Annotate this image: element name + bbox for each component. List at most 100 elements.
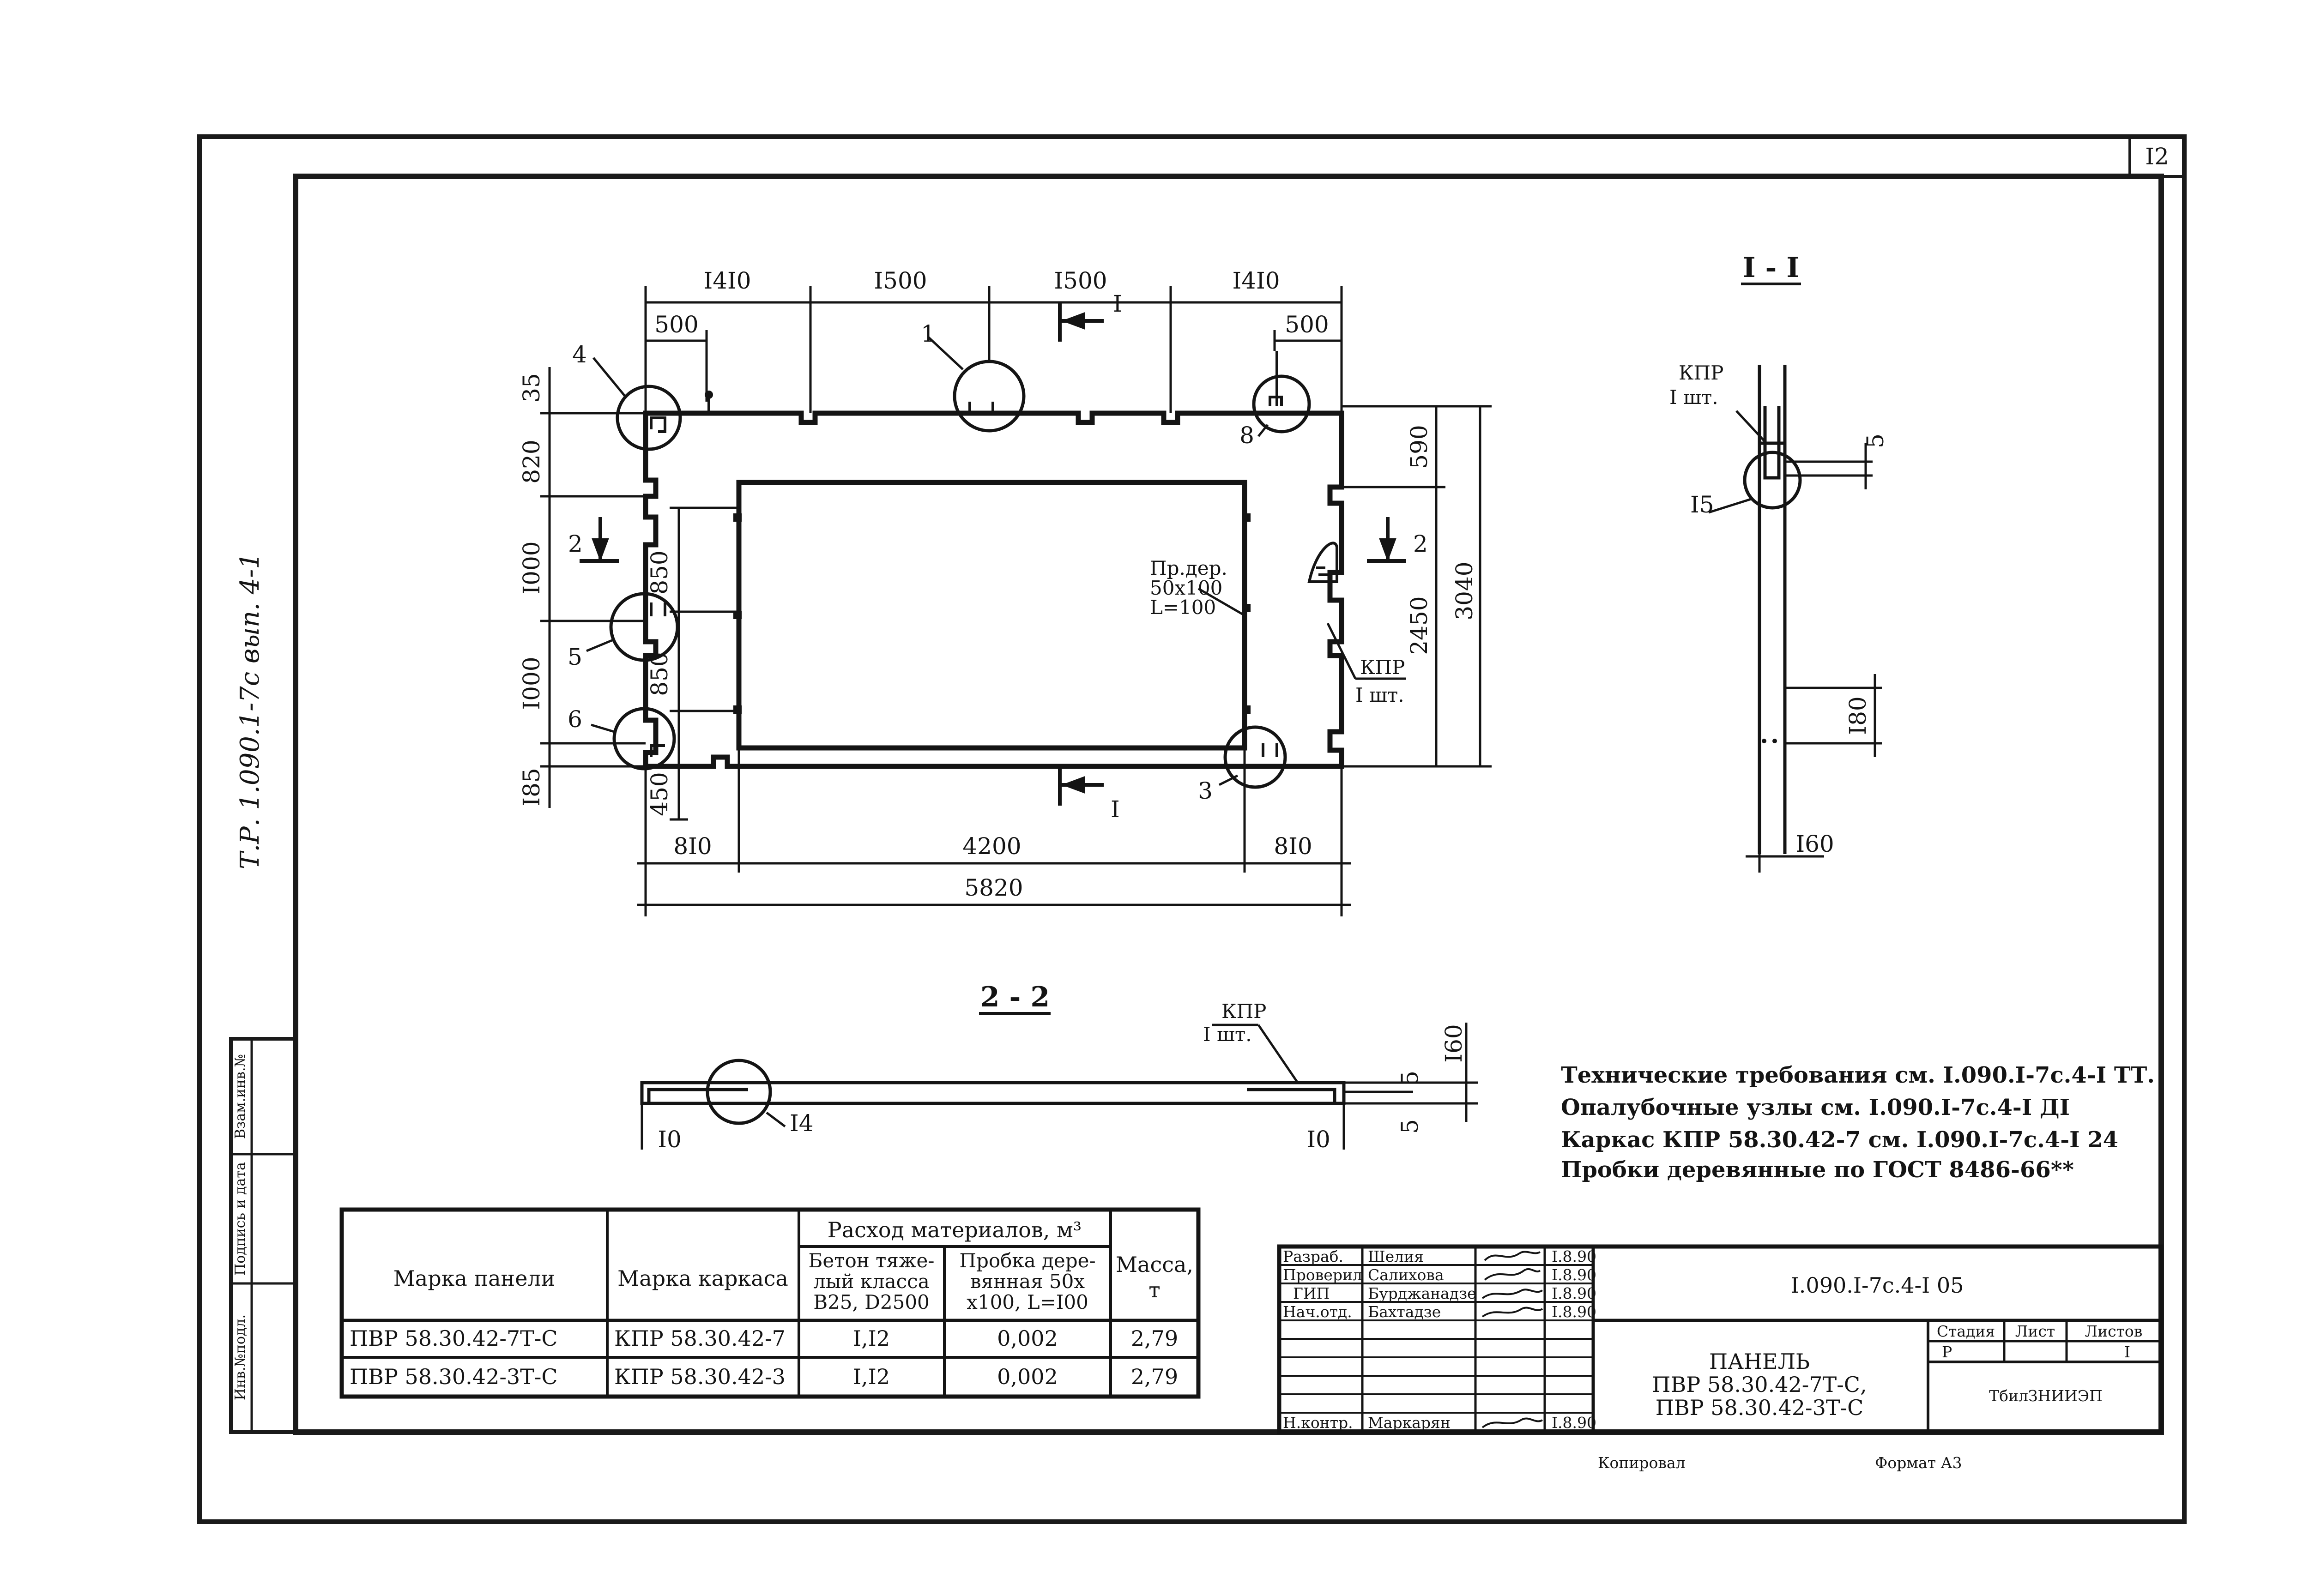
tb-role-chief-engineer: ГИП [1293,1284,1330,1302]
sheet-frame [197,134,2187,1524]
top-dim-1500-left: I500 [874,267,927,294]
note-3: Каркас КПР 58.30.42-7 см. I.090.I-7с.4-I… [1561,1127,2118,1153]
left-dim-1000-a: I000 [518,541,545,594]
tb-name-chief-engineer: Бурджанадзе [1368,1284,1476,1302]
tb-role-norm-control: Н.контр. [1283,1414,1353,1432]
table-header-concrete-2: лый класса [813,1270,930,1293]
small-dim-500-left: 500 [654,311,698,338]
tb-name-developer: Шелия [1368,1247,1424,1265]
callout-6: 6 [568,706,582,733]
top-dim-1410-right: I4I0 [1232,267,1280,294]
table-header-concrete-1: Бетон тяже- [809,1249,935,1272]
table-header-consumption: Расход материалов, м³ [828,1217,1082,1242]
section-1-dim-160: I60 [1795,831,1834,857]
copied-by-label: Копировал [1598,1454,1686,1472]
table-cell-frame: КПР 58.30.42-7 [614,1326,786,1351]
tb-date-checker: I.8.90 [1552,1266,1596,1284]
table-header-plug-2: вянная 50х [970,1270,1085,1293]
callout-4: 4 [572,341,587,368]
tb-sheets-header: Листов [2085,1322,2143,1340]
table-cell-concrete: I,I2 [853,1364,890,1389]
left-dim-35: 35 [518,373,545,403]
technical-notes: Технические требования см. I.090.I-7с.4-… [1561,1062,2155,1183]
section-1-dim-5: 5 [1862,434,1889,448]
section-2-dim-10-right: I0 [1306,1126,1330,1153]
table-row: ПВР 58.30.42-7Т-С КПР 58.30.42-7 I,I2 0,… [350,1326,1178,1351]
side-stamp-replace: Взам.инв.№ [232,1054,248,1139]
section-2-dim-5-bottom: 5 [1396,1119,1423,1134]
plug-label-line2: 50х100 [1150,577,1222,599]
section-2-frame-label-1: КПР [1221,1000,1266,1023]
table-header-plug-3: х100, L=I00 [967,1291,1088,1313]
section-1-frame-label-2: I шт. [1669,386,1718,409]
tb-role-developer: Разраб. [1283,1247,1343,1265]
bottom-dim-810-left: 8I0 [673,833,712,860]
tb-organization: ТбилЗНИИЭП [1989,1387,2103,1405]
tb-sheet-header: Лист [2015,1322,2055,1340]
small-dim-500-right: 500 [1285,311,1329,338]
title-block: Разраб. Проверил ГИП Нач.отд. Н.контр. Ш… [1277,1244,2164,1434]
tb-role-head: Нач.отд. [1283,1303,1352,1321]
tb-role-checker: Проверил [1283,1266,1362,1284]
margin-annotation: Т.Р. 1.090.1-7с вып. 4-1 [235,553,265,869]
table-row: ПВР 58.30.42-3Т-С КПР 58.30.42-3 I,I2 0,… [350,1364,1178,1389]
table-header-mass-1: Масса, [1116,1252,1193,1277]
callout-8: 8 [1239,422,1254,449]
note-1: Технические требования см. I.090.I-7с.4-… [1561,1062,2155,1088]
tb-name-head: Бахтадзе [1368,1303,1441,1321]
side-stamp-signature: Подпись и дата [232,1162,248,1276]
table-cell-mass: 2,79 [1131,1364,1178,1389]
section-2-dim-160: I60 [1440,1024,1467,1062]
table-cell-mass: 2,79 [1131,1326,1178,1351]
section-1-dim-180: I80 [1844,696,1871,735]
table-header-plug-1: Пробка дере- [959,1249,1095,1272]
section-2-title: 2 - 2 [980,981,1050,1013]
tb-signatures [1481,1251,1543,1428]
tb-date-head: I.8.90 [1552,1303,1596,1321]
section-mark-1-bottom: I [1111,796,1120,823]
right-dim-3040: 3040 [1451,561,1478,620]
section-1-1: I - I КПР I шт. I5 5 I80 I60 [1669,252,1889,873]
table-header-panel: Марка панели [393,1266,556,1291]
section-mark-1-top: I [1113,290,1122,317]
tb-drawing-code: I.090.I-7с.4-I 05 [1791,1273,1964,1298]
right-dim-2450: 2450 [1406,596,1433,655]
table-cell-concrete: I,I2 [853,1326,890,1351]
section-2-frame-label-2: I шт. [1203,1023,1252,1046]
section-2-dim-5-top: 5 [1396,1071,1423,1085]
tb-stage-value: Р [1942,1343,1952,1361]
plug-label-line3: L=100 [1150,596,1216,619]
inner-dim-450: 450 [646,772,673,816]
bottom-dim-810-right: 8I0 [1274,833,1312,860]
side-stamp: Инв.№подл. Подпись и дата Взам.инв.№ [229,1037,296,1434]
sheet-number: I2 [2145,143,2169,170]
callout-3: 3 [1198,777,1213,804]
materials-table: Марка панели Марка каркаса Расход матери… [339,1207,1201,1399]
detail-callouts [609,360,1311,789]
section-mark-2-left: 2 [568,530,583,557]
plan-frame-label-1: КПР [1360,656,1405,679]
callout-5: 5 [568,644,582,670]
plan-frame-label-2: I шт. [1355,684,1404,706]
note-2: Опалубочные узлы см. I.090.I-7с.4-I ДI [1561,1095,2070,1120]
top-dim-1410-left: I4I0 [703,267,751,294]
table-cell-panel: ПВР 58.30.42-7Т-С [350,1326,558,1351]
overall-dim-5820: 5820 [964,874,1023,901]
tb-stage-header: Стадия [1937,1322,1995,1340]
plug-label-line1: Пр.дер. [1150,557,1227,579]
section-2-dim-10-left: I0 [658,1126,682,1153]
tb-date-chief-engineer: I.8.90 [1552,1284,1596,1302]
right-dim-590: 590 [1406,425,1433,469]
note-4: Пробки деревянные по ГОСТ 8486-66** [1561,1157,2074,1183]
tb-name-checker: Салихова [1368,1266,1444,1284]
tb-date-developer: I.8.90 [1552,1247,1596,1265]
table-cell-panel: ПВР 58.30.42-3Т-С [350,1364,558,1389]
format-label: Формат А3 [1875,1454,1962,1472]
table-cell-plug: 0,002 [997,1326,1058,1351]
tb-title-line3: ПВР 58.30.42-3Т-С [1656,1395,1864,1420]
left-dim-820: 820 [518,440,545,483]
table-header-frame: Марка каркаса [617,1266,788,1291]
section-2-callout: I4 [790,1110,814,1137]
tb-title-line1: ПАНЕЛЬ [1709,1349,1810,1374]
